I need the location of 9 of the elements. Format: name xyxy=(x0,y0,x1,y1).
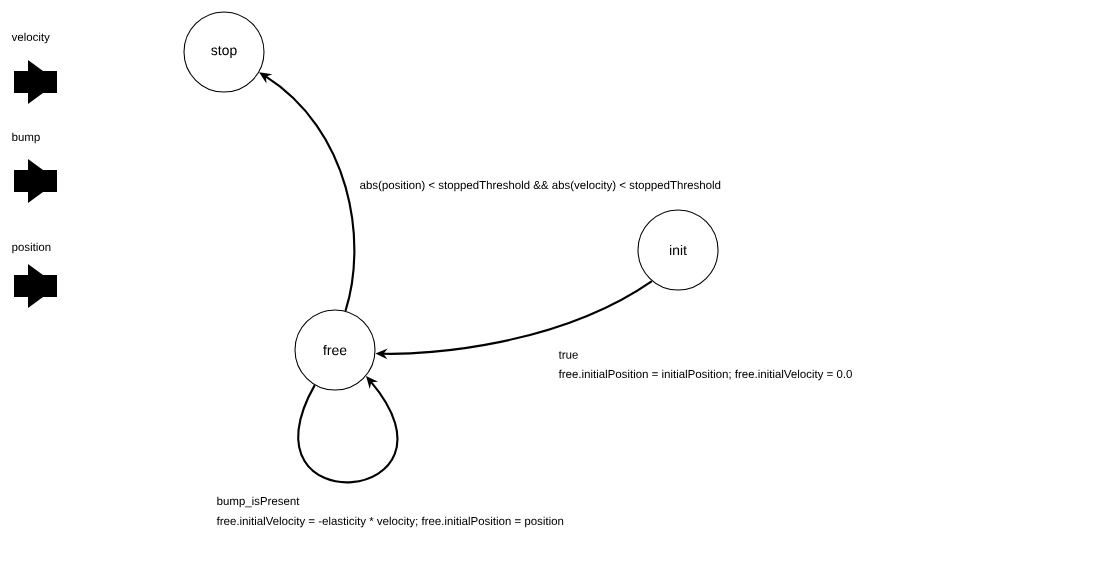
port-label: velocity xyxy=(11,32,50,44)
transition-action: free.initialVelocity = -elasticity * velocity; free.initialPosition = position xyxy=(216,516,564,528)
port-label: bump xyxy=(12,132,40,144)
transition-guard: abs(position) < stoppedThreshold && abs(velocity) < stoppedThreshold xyxy=(358,179,723,193)
port-label: position xyxy=(12,242,51,254)
transition-action: free.initialPosition = initialPosition; free.initialVelocity = 0.0 xyxy=(558,369,852,381)
transition-arrow xyxy=(297,376,399,484)
transition-guard: true xyxy=(557,349,580,361)
transition-guard: bump_isPresent xyxy=(215,495,301,509)
